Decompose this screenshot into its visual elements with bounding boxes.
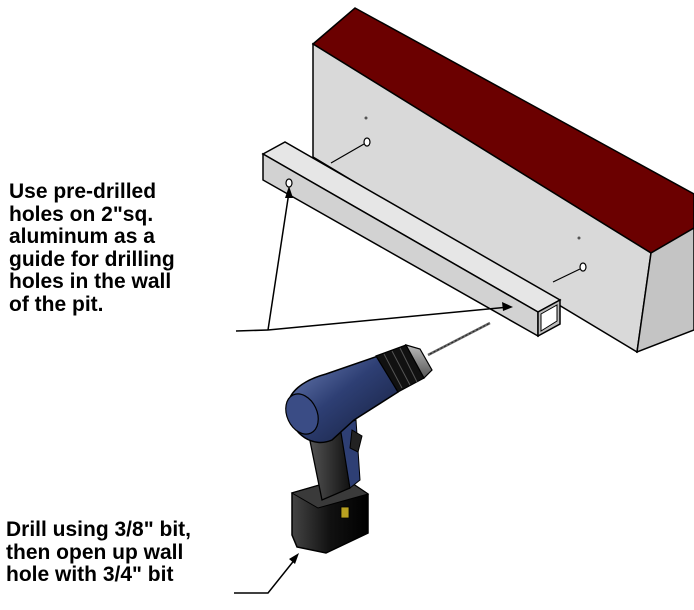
callout-drill-bit: Drill using 3/8" bit, then open up wall … — [6, 518, 191, 587]
callout-line: holes in the wall — [9, 270, 172, 293]
callout-line: guide for drilling — [9, 247, 175, 271]
callout-line: hole with 3/4" bit — [6, 563, 174, 586]
alignment-line — [552, 268, 581, 283]
leader-arrowheads — [285, 186, 513, 564]
cordless-drill — [285, 344, 433, 554]
alignment-line — [330, 143, 365, 164]
leader-line-base — [235, 329, 269, 332]
drill-trigger — [349, 429, 363, 453]
callout-leaders — [234, 191, 510, 594]
callout-line: Use pre-drilled — [9, 180, 157, 203]
wall-hole-marker — [577, 236, 581, 240]
tube-end-opening — [540, 304, 558, 332]
aluminum-tube — [261, 141, 562, 338]
callout-line: then open up wall — [6, 540, 184, 564]
battery-latch — [340, 506, 350, 519]
wall-side-face — [636, 227, 694, 354]
leader-line-to-drill — [234, 557, 297, 594]
wall-hole-marker — [364, 116, 368, 120]
drill-bit — [427, 321, 491, 357]
leader-line-to-tube-hole — [267, 191, 290, 331]
drill-rear-cap — [285, 393, 319, 435]
drill-bit-flutes — [429, 322, 491, 355]
tube-predrilled-hole — [285, 178, 293, 188]
wall-hole — [579, 262, 587, 272]
callout-line: Drill using 3/8" bit, — [6, 518, 191, 541]
arrowhead — [502, 302, 513, 311]
leader-line-to-tube-end — [267, 306, 510, 331]
callout-line: holes on 2"sq. — [9, 202, 154, 226]
alignment-lines — [330, 143, 581, 283]
wall-hole — [363, 137, 371, 147]
callout-line: aluminum as a — [9, 225, 155, 248]
drill-chuck — [404, 344, 433, 379]
callout-line: of the pit. — [9, 292, 104, 316]
drill-clutch-ridges — [383, 347, 418, 389]
arrowhead — [289, 553, 299, 564]
arrowhead — [285, 186, 293, 198]
callout-aluminum-guide: Use pre-drilled holes on 2"sq. aluminum … — [9, 180, 175, 316]
